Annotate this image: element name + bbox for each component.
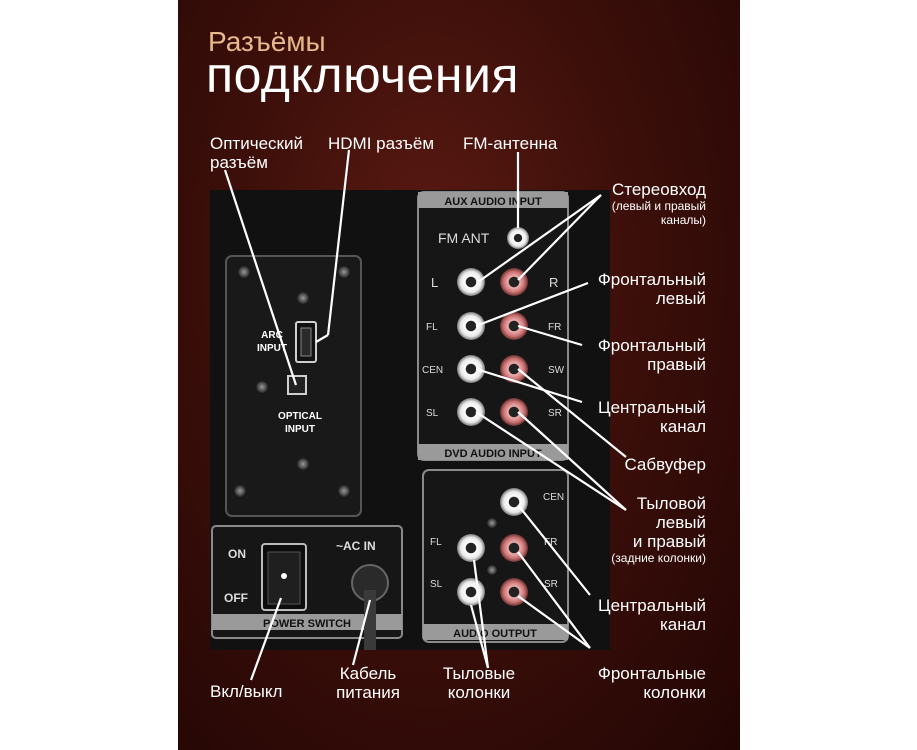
optical-port [287, 375, 307, 395]
aux-r-jack [500, 268, 528, 296]
out-sl-jack [457, 578, 485, 606]
title-line1: Разъёмы [208, 26, 326, 57]
dvd-header: DVD AUDIO INPUT [444, 448, 542, 460]
label-fm: FM-антенна [463, 134, 558, 153]
svg-text:SL: SL [426, 408, 439, 419]
svg-text:SR: SR [544, 579, 558, 590]
label-onoff: Вкл/выкл [210, 682, 283, 701]
svg-text:CEN: CEN [422, 365, 443, 376]
dvd-sr-jack [500, 398, 528, 426]
svg-text:SL: SL [430, 579, 443, 590]
label-rear: Тыловой левый и правый (задние колонки) [611, 494, 706, 565]
title-line2: подключения [206, 47, 519, 103]
out-fl-jack [457, 534, 485, 562]
rear-panel-illustration: ARC INPUT OPTICAL INPUT AUX AUDIO INPUT … [210, 149, 627, 681]
arc-label-2: INPUT [257, 343, 287, 354]
aux-header: AUX AUDIO INPUT [444, 196, 542, 208]
dvd-fl-jack [457, 312, 485, 340]
dvd-sw-jack [500, 355, 528, 383]
svg-text:SW: SW [548, 365, 565, 376]
svg-text:FR: FR [548, 322, 561, 333]
svg-text:CEN: CEN [543, 492, 564, 503]
optical-label-2: INPUT [285, 424, 315, 435]
label-stereo: Стереовход (левый и правый каналы) [611, 180, 706, 227]
aux-l-jack [457, 268, 485, 296]
svg-text:SR: SR [548, 408, 562, 419]
svg-text:OFF: OFF [224, 591, 248, 605]
poster: Разъёмы подключения [178, 0, 740, 750]
dvd-cen-jack [457, 355, 485, 383]
power-switch-header: POWER SWITCH [263, 618, 351, 630]
out-sr-jack [500, 578, 528, 606]
audio-output-header: AUDIO OUTPUT [453, 628, 537, 640]
out-fr-jack [500, 534, 528, 562]
svg-text:~AC IN: ~AC IN [336, 539, 376, 553]
svg-text:FR: FR [544, 537, 557, 548]
svg-text:FL: FL [430, 537, 442, 548]
label-hdmi: HDMI разъём [328, 134, 435, 153]
fm-ant-text: FM ANT [438, 230, 490, 246]
svg-text:R: R [549, 275, 558, 290]
svg-text:FL: FL [426, 322, 438, 333]
optical-label-1: OPTICAL [278, 411, 322, 422]
fm-jack [507, 227, 529, 249]
dvd-fr-jack [500, 312, 528, 340]
label-subwoofer: Сабвуфер [624, 455, 706, 474]
arc-label-1: ARC [261, 330, 283, 341]
svg-text:L: L [431, 275, 438, 290]
dvd-sl-jack [457, 398, 485, 426]
svg-text:ON: ON [228, 547, 246, 561]
